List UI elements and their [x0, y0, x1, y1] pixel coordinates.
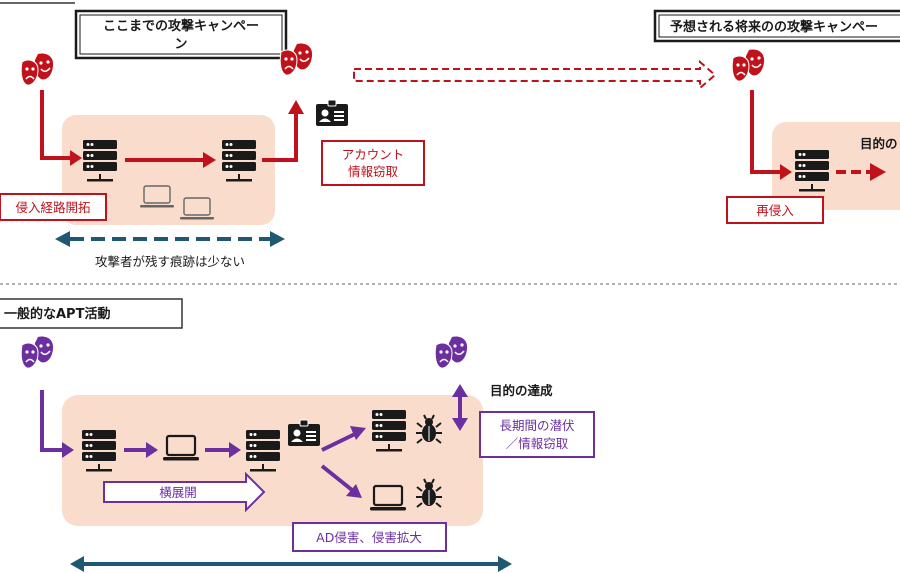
account-label-line1: アカウント: [342, 147, 405, 162]
long-term-line2: ／情報窃取: [506, 436, 569, 451]
apt-title-box: 一般的なAPT活動: [0, 298, 183, 329]
campaign-title-line1: ここまでの攻撃キャンペー: [103, 18, 259, 34]
long-term-box: 長期間の潜伏 ／情報窃取: [479, 411, 595, 458]
long-term-line1: 長期間の潜伏: [499, 418, 575, 433]
future-network-area: [772, 122, 900, 210]
lateral-arrow: [229, 442, 241, 458]
reentry-box: 再侵入: [726, 196, 824, 224]
traces-label: 攻撃者が残す痕跡は少ない: [95, 254, 245, 269]
attacker-masks-icon: [731, 48, 765, 82]
ad-label: AD侵害、侵害拡大: [316, 530, 422, 545]
reentry-label: 再侵入: [756, 203, 794, 218]
future-campaign-title-box: 予想される将来のの攻撃キャンペー: [653, 9, 900, 43]
lateral-arrow: [146, 442, 158, 458]
intrusion-route-box: 侵入経路開拓: [0, 193, 107, 221]
future-purpose-label: 目的の: [860, 136, 898, 151]
lateral-label: 横展開: [159, 485, 197, 500]
attacker-masks-icon: [20, 52, 54, 86]
apt-intrusion-arrow: [40, 390, 64, 452]
ad-compromise-box: AD侵害、侵害拡大: [292, 522, 447, 552]
ad-arrow-up: [321, 432, 356, 452]
future-transition-arrow: [353, 59, 717, 91]
ad-arrow-down: [320, 464, 354, 492]
account-label-line2: 情報窃取: [348, 164, 399, 179]
reentry-arrow: [750, 90, 782, 174]
exfil-arrow: [262, 112, 298, 162]
apt-title: 一般的なAPT活動: [4, 306, 110, 322]
id-card-icon: [315, 99, 349, 127]
attacker-masks-icon: [20, 335, 54, 369]
campaign-title-line2: ン: [174, 37, 187, 52]
intrusion-arrow: [40, 90, 72, 160]
account-theft-box: アカウント 情報窃取: [321, 140, 425, 186]
future-campaign-title: 予想される将来のの攻撃キャンペー: [670, 19, 878, 35]
apt-purpose-label: 目的の達成: [490, 383, 553, 398]
attacker-masks-icon: [434, 335, 468, 369]
intrusion-label: 侵入経路開拓: [15, 200, 90, 215]
campaign-title-box: ここまでの攻撃キャンペー ン: [74, 9, 288, 60]
lateral-movement-arrow: 横展開: [103, 471, 266, 513]
